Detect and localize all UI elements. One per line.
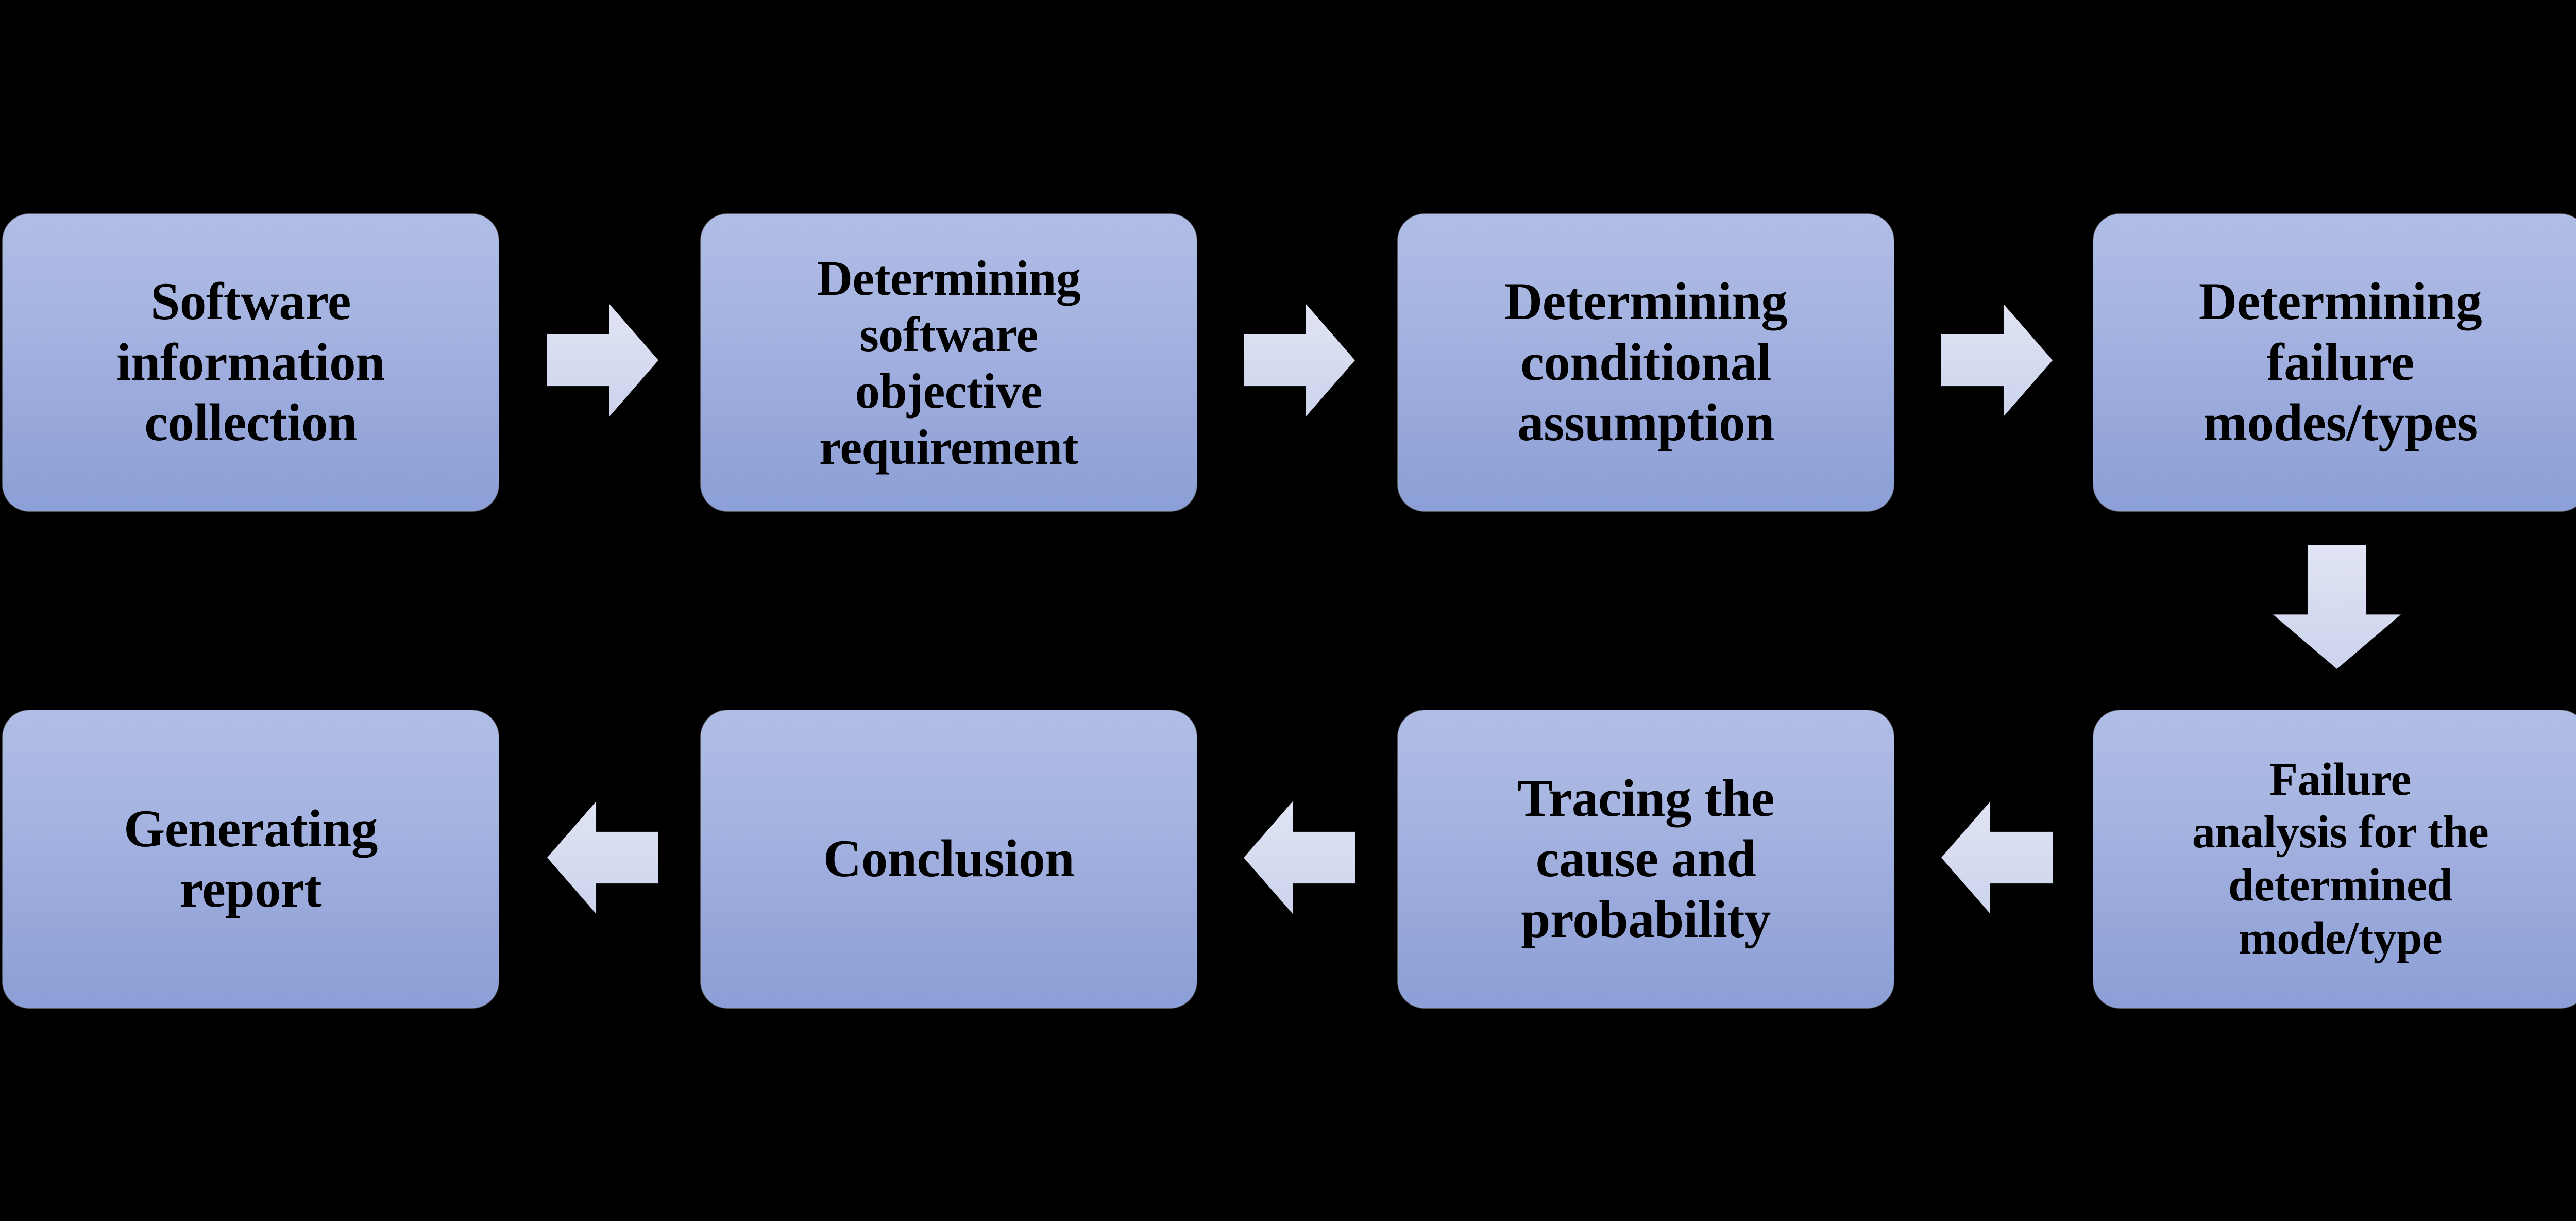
arrow-right-icon-1	[547, 304, 658, 416]
arrow-right-icon-3	[1941, 304, 2053, 416]
node-label: Determining software objective requireme…	[817, 250, 1081, 475]
node-label: Determining conditional assumption	[1504, 272, 1788, 453]
process-node-determining-conditional-assumption[interactable]: Determining conditional assumption	[1398, 214, 1894, 511]
process-node-software-information-collection[interactable]: Software information collection	[3, 214, 499, 511]
process-node-conclusion[interactable]: Conclusion	[701, 710, 1197, 1008]
node-label: Failure analysis for the determined mode…	[2192, 754, 2489, 964]
arrow-right-icon-2	[1244, 304, 1355, 416]
process-node-generating-report[interactable]: Generating report	[3, 710, 499, 1008]
node-label: Generating report	[124, 799, 378, 918]
node-label: Software information collection	[116, 272, 385, 453]
process-node-failure-analysis-for-determined-mode-type[interactable]: Failure analysis for the determined mode…	[2093, 710, 2576, 1008]
arrow-down-icon-1	[2273, 545, 2401, 669]
process-node-determining-failure-modes-types[interactable]: Determining failure modes/types	[2093, 214, 2576, 511]
node-label: Determining failure modes/types	[2198, 272, 2482, 453]
node-label: Tracing the cause and probability	[1517, 768, 1774, 949]
process-node-determining-software-objective-requirement[interactable]: Determining software objective requireme…	[701, 214, 1197, 511]
arrow-left-icon-2	[1244, 801, 1355, 914]
arrow-left-icon-1	[1941, 801, 2053, 914]
process-node-tracing-the-cause-and-probability[interactable]: Tracing the cause and probability	[1398, 710, 1894, 1008]
node-label: Conclusion	[823, 829, 1075, 889]
arrow-left-icon-3	[547, 801, 658, 914]
